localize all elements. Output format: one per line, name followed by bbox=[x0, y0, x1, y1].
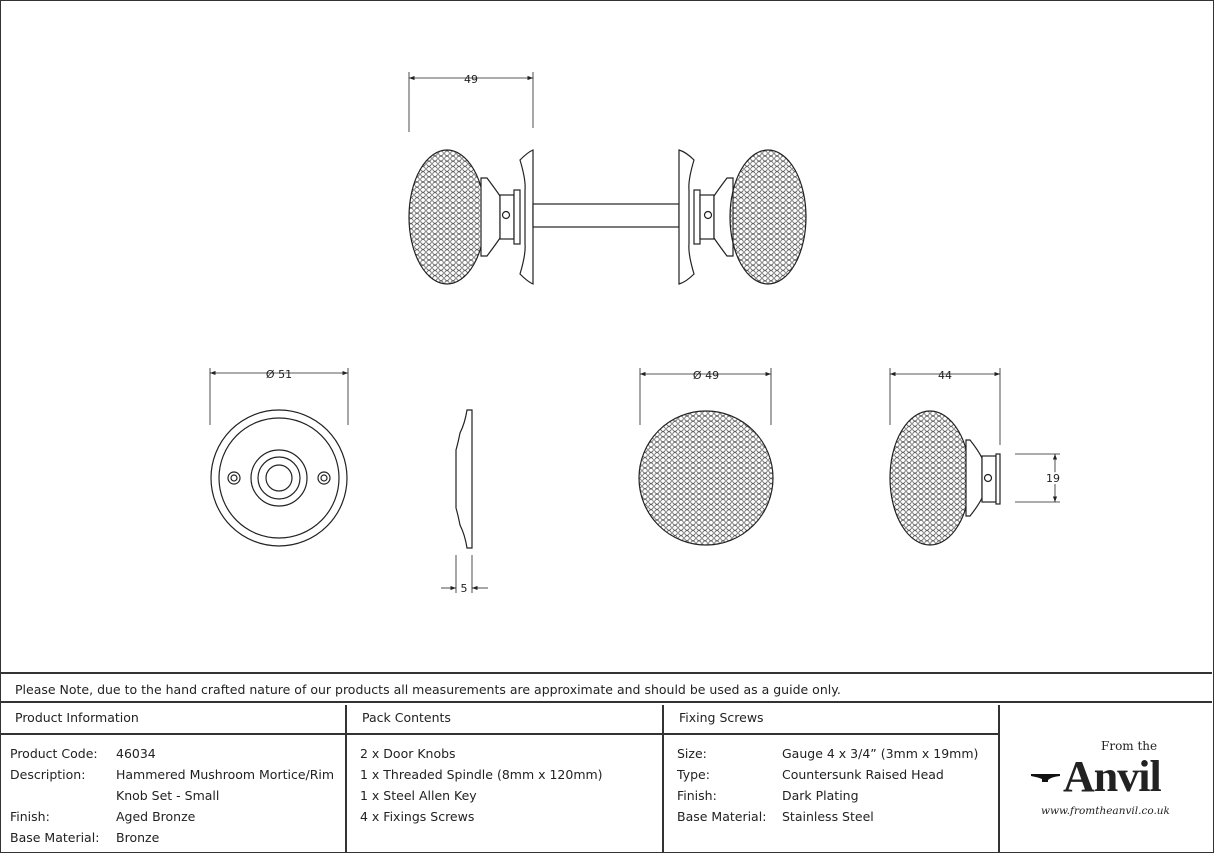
logo-url-text: www.fromtheanvil.co.uk bbox=[1041, 805, 1170, 817]
technical-drawing: 49 Ø 51 Ø 49 44 19 5 bbox=[209, 72, 1062, 595]
info-row: Size:Gauge 4 x 3/4” (3mm x 19mm) bbox=[677, 746, 979, 761]
side-view-knob-set bbox=[408, 149, 807, 285]
info-row: Product Code:46034 bbox=[10, 746, 156, 761]
dim-neck-diameter: 19 bbox=[1046, 472, 1060, 485]
disclaimer-note: Please Note, due to the hand crafted nat… bbox=[0, 672, 1212, 703]
info-row: Base Material:Bronze bbox=[10, 830, 160, 845]
logo-name-text: Anvil bbox=[1063, 752, 1162, 801]
dim-knob-diameter: Ø 49 bbox=[693, 369, 719, 382]
pack-contents-section: Pack Contents 2 x Door Knobs 1 x Threade… bbox=[347, 705, 664, 853]
logo-from-text: From the bbox=[1101, 739, 1158, 753]
list-item: 4 x Fixings Screws bbox=[360, 809, 475, 824]
section-title: Pack Contents bbox=[347, 705, 662, 735]
rose-side-view bbox=[455, 409, 473, 549]
section-title: Fixing Screws bbox=[664, 705, 998, 735]
dim-rose-diameter: Ø 51 bbox=[266, 368, 292, 381]
list-item: 2 x Door Knobs bbox=[360, 746, 456, 761]
from-the-anvil-logo: From the Anvil www.fromtheanvil.co.uk bbox=[1001, 705, 1213, 852]
anvil-icon bbox=[1031, 774, 1060, 782]
list-item: 1 x Steel Allen Key bbox=[360, 788, 477, 803]
info-row: Type:Countersunk Raised Head bbox=[677, 767, 944, 782]
list-item: 1 x Threaded Spindle (8mm x 120mm) bbox=[360, 767, 603, 782]
section-title: Product Information bbox=[0, 705, 345, 735]
info-row: Description:Hammered Mushroom Mortice/Ri… bbox=[10, 767, 335, 782]
info-row: Knob Set - Small bbox=[116, 788, 220, 803]
dim-knob-projection: 49 bbox=[464, 73, 478, 86]
info-row: Finish:Aged Bronze bbox=[10, 809, 196, 824]
info-row: Finish:Dark Plating bbox=[677, 788, 859, 803]
knob-front-view bbox=[638, 410, 774, 546]
fixing-screws-section: Fixing Screws Size:Gauge 4 x 3/4” (3mm x… bbox=[664, 705, 1000, 853]
info-row: Base Material:Stainless Steel bbox=[677, 809, 874, 824]
product-information-section: Product Information Product Code:46034 D… bbox=[0, 705, 347, 853]
rose-front-view bbox=[210, 409, 348, 547]
dim-rose-depth: 5 bbox=[461, 582, 468, 595]
dim-knob-length: 44 bbox=[938, 369, 952, 382]
knob-side-view bbox=[889, 410, 1001, 546]
